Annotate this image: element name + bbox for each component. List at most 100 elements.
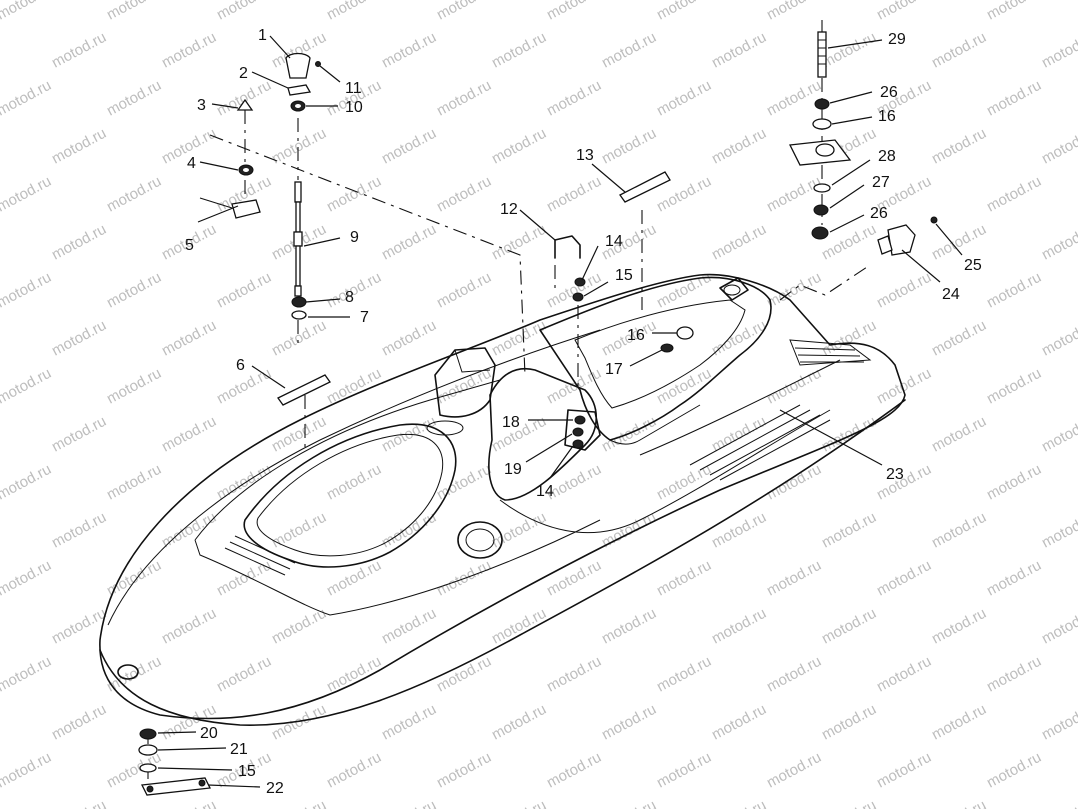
- part-bracket-hole-1: [146, 785, 154, 793]
- watermark-text: motod.ru: [49, 413, 109, 456]
- console-detail: [454, 349, 491, 373]
- front-hatch: [243, 423, 457, 568]
- watermark-text: motod.ru: [709, 797, 769, 809]
- hull-lower-edge: [99, 399, 906, 726]
- watermark-text: motod.ru: [0, 749, 54, 792]
- watermark-text: motod.ru: [0, 557, 54, 600]
- watermark-text: motod.ru: [324, 749, 384, 792]
- part-washer-19: [572, 427, 584, 437]
- watermark-text: motod.ru: [709, 605, 769, 648]
- callout-7: 7: [360, 309, 369, 326]
- watermark-text: motod.ru: [104, 461, 164, 504]
- part-washer-15b: [139, 763, 157, 773]
- watermark-text: motod.ru: [764, 653, 824, 696]
- fuel-boss-hole: [723, 284, 741, 296]
- watermark-text: motod.ru: [874, 0, 934, 24]
- watermark-text: motod.ru: [764, 0, 824, 24]
- callout-5: 5: [185, 237, 194, 254]
- watermark-text: motod.ru: [764, 77, 824, 120]
- watermark-text: motod.ru: [819, 29, 879, 72]
- watermark-text: motod.ru: [929, 605, 989, 648]
- part-nut-26a: [814, 98, 830, 110]
- watermark-text: motod.ru: [489, 605, 549, 648]
- rear-deck: [539, 276, 772, 441]
- watermark-text: motod.ru: [929, 509, 989, 552]
- watermark-text: motod.ru: [654, 653, 714, 696]
- part-stud-threads: [818, 39, 826, 65]
- hatch-vents: [224, 535, 296, 576]
- hull-ring: [457, 521, 503, 559]
- watermark-text: motod.ru: [379, 797, 439, 809]
- watermark-text: motod.ru: [764, 749, 824, 792]
- part-clip-12: [554, 235, 581, 259]
- part-nut-17: [660, 343, 674, 353]
- foot-well-2: [639, 359, 841, 456]
- callout-27: 27: [872, 174, 890, 191]
- watermark-text: motod.ru: [599, 701, 659, 744]
- watermark-text: motod.ru: [929, 701, 989, 744]
- watermark-text: motod.ru: [159, 29, 219, 72]
- part-key-5: [231, 199, 261, 219]
- watermark-text: motod.ru: [1039, 317, 1078, 360]
- watermark-text: motod.ru: [1039, 701, 1078, 744]
- part-washer-21: [138, 744, 158, 756]
- watermark-text: motod.ru: [269, 701, 329, 744]
- watermark-text: motod.ru: [874, 557, 934, 600]
- watermark-text: motod.ru: [929, 413, 989, 456]
- watermark-text: motod.ru: [819, 317, 879, 360]
- watermark-text: motod.ru: [0, 653, 54, 696]
- watermark-text: motod.ru: [434, 0, 494, 24]
- deck-inner-line: [194, 379, 501, 541]
- fuel-boss: [719, 277, 749, 301]
- watermark-text: motod.ru: [0, 461, 54, 504]
- watermark-text: motod.ru: [324, 0, 384, 24]
- callout-28: 28: [878, 148, 896, 165]
- callout-2: 2: [239, 65, 248, 82]
- part-nut-14b: [572, 439, 584, 449]
- watermark-text: motod.ru: [214, 0, 274, 24]
- part-strip-6: [277, 374, 331, 406]
- watermark-text: motod.ru: [709, 509, 769, 552]
- watermark-text: motod.ru: [49, 221, 109, 264]
- watermark-text: motod.ru: [434, 77, 494, 120]
- callout-15-upper: 15: [615, 267, 633, 284]
- part-bracket-22: [141, 777, 211, 796]
- watermark-text: motod.ru: [764, 461, 824, 504]
- rear-deck-tray: [574, 299, 746, 409]
- hull-outline: [99, 273, 906, 720]
- steering-console: [434, 347, 496, 418]
- part-nut-4-hole: [243, 168, 249, 172]
- watermark-text: motod.ru: [434, 269, 494, 312]
- watermark-text: motod.ru: [379, 701, 439, 744]
- watermark-text: motod.ru: [214, 269, 274, 312]
- watermark-text: motod.ru: [544, 653, 604, 696]
- callout-16-tray: 16: [627, 327, 645, 344]
- watermark-text: motod.ru: [984, 653, 1044, 696]
- watermark-text: motod.ru: [764, 365, 824, 408]
- watermark-text: motod.ru: [489, 317, 549, 360]
- parts: [138, 31, 938, 796]
- callout-26-lower: 26: [870, 205, 888, 222]
- part-washer-16a: [676, 326, 694, 340]
- watermark-text: motod.ru: [104, 173, 164, 216]
- watermark-text: motod.ru: [544, 0, 604, 24]
- watermark-text: motod.ru: [269, 797, 329, 809]
- part-nut-26b: [811, 226, 829, 240]
- callout-13: 13: [576, 147, 594, 164]
- watermark-text: motod.ru: [214, 461, 274, 504]
- callout-3: 3: [197, 97, 206, 114]
- callout-6: 6: [236, 357, 245, 374]
- watermark-text: motod.ru: [819, 605, 879, 648]
- part-screw-11: [315, 61, 321, 67]
- watermark-text: motod.ru: [819, 797, 879, 809]
- callout-12: 12: [500, 201, 518, 218]
- callout-24: 24: [942, 286, 960, 303]
- callout-23: 23: [886, 466, 904, 483]
- part-knob-3: [236, 98, 254, 111]
- watermark-text: motod.ru: [1039, 221, 1078, 264]
- watermark-text: motod.ru: [984, 269, 1044, 312]
- watermark-text: motod.ru: [214, 557, 274, 600]
- watermark-text: motod.ru: [599, 29, 659, 72]
- watermark-text: motod.ru: [654, 557, 714, 600]
- axis-to-console: [209, 134, 526, 376]
